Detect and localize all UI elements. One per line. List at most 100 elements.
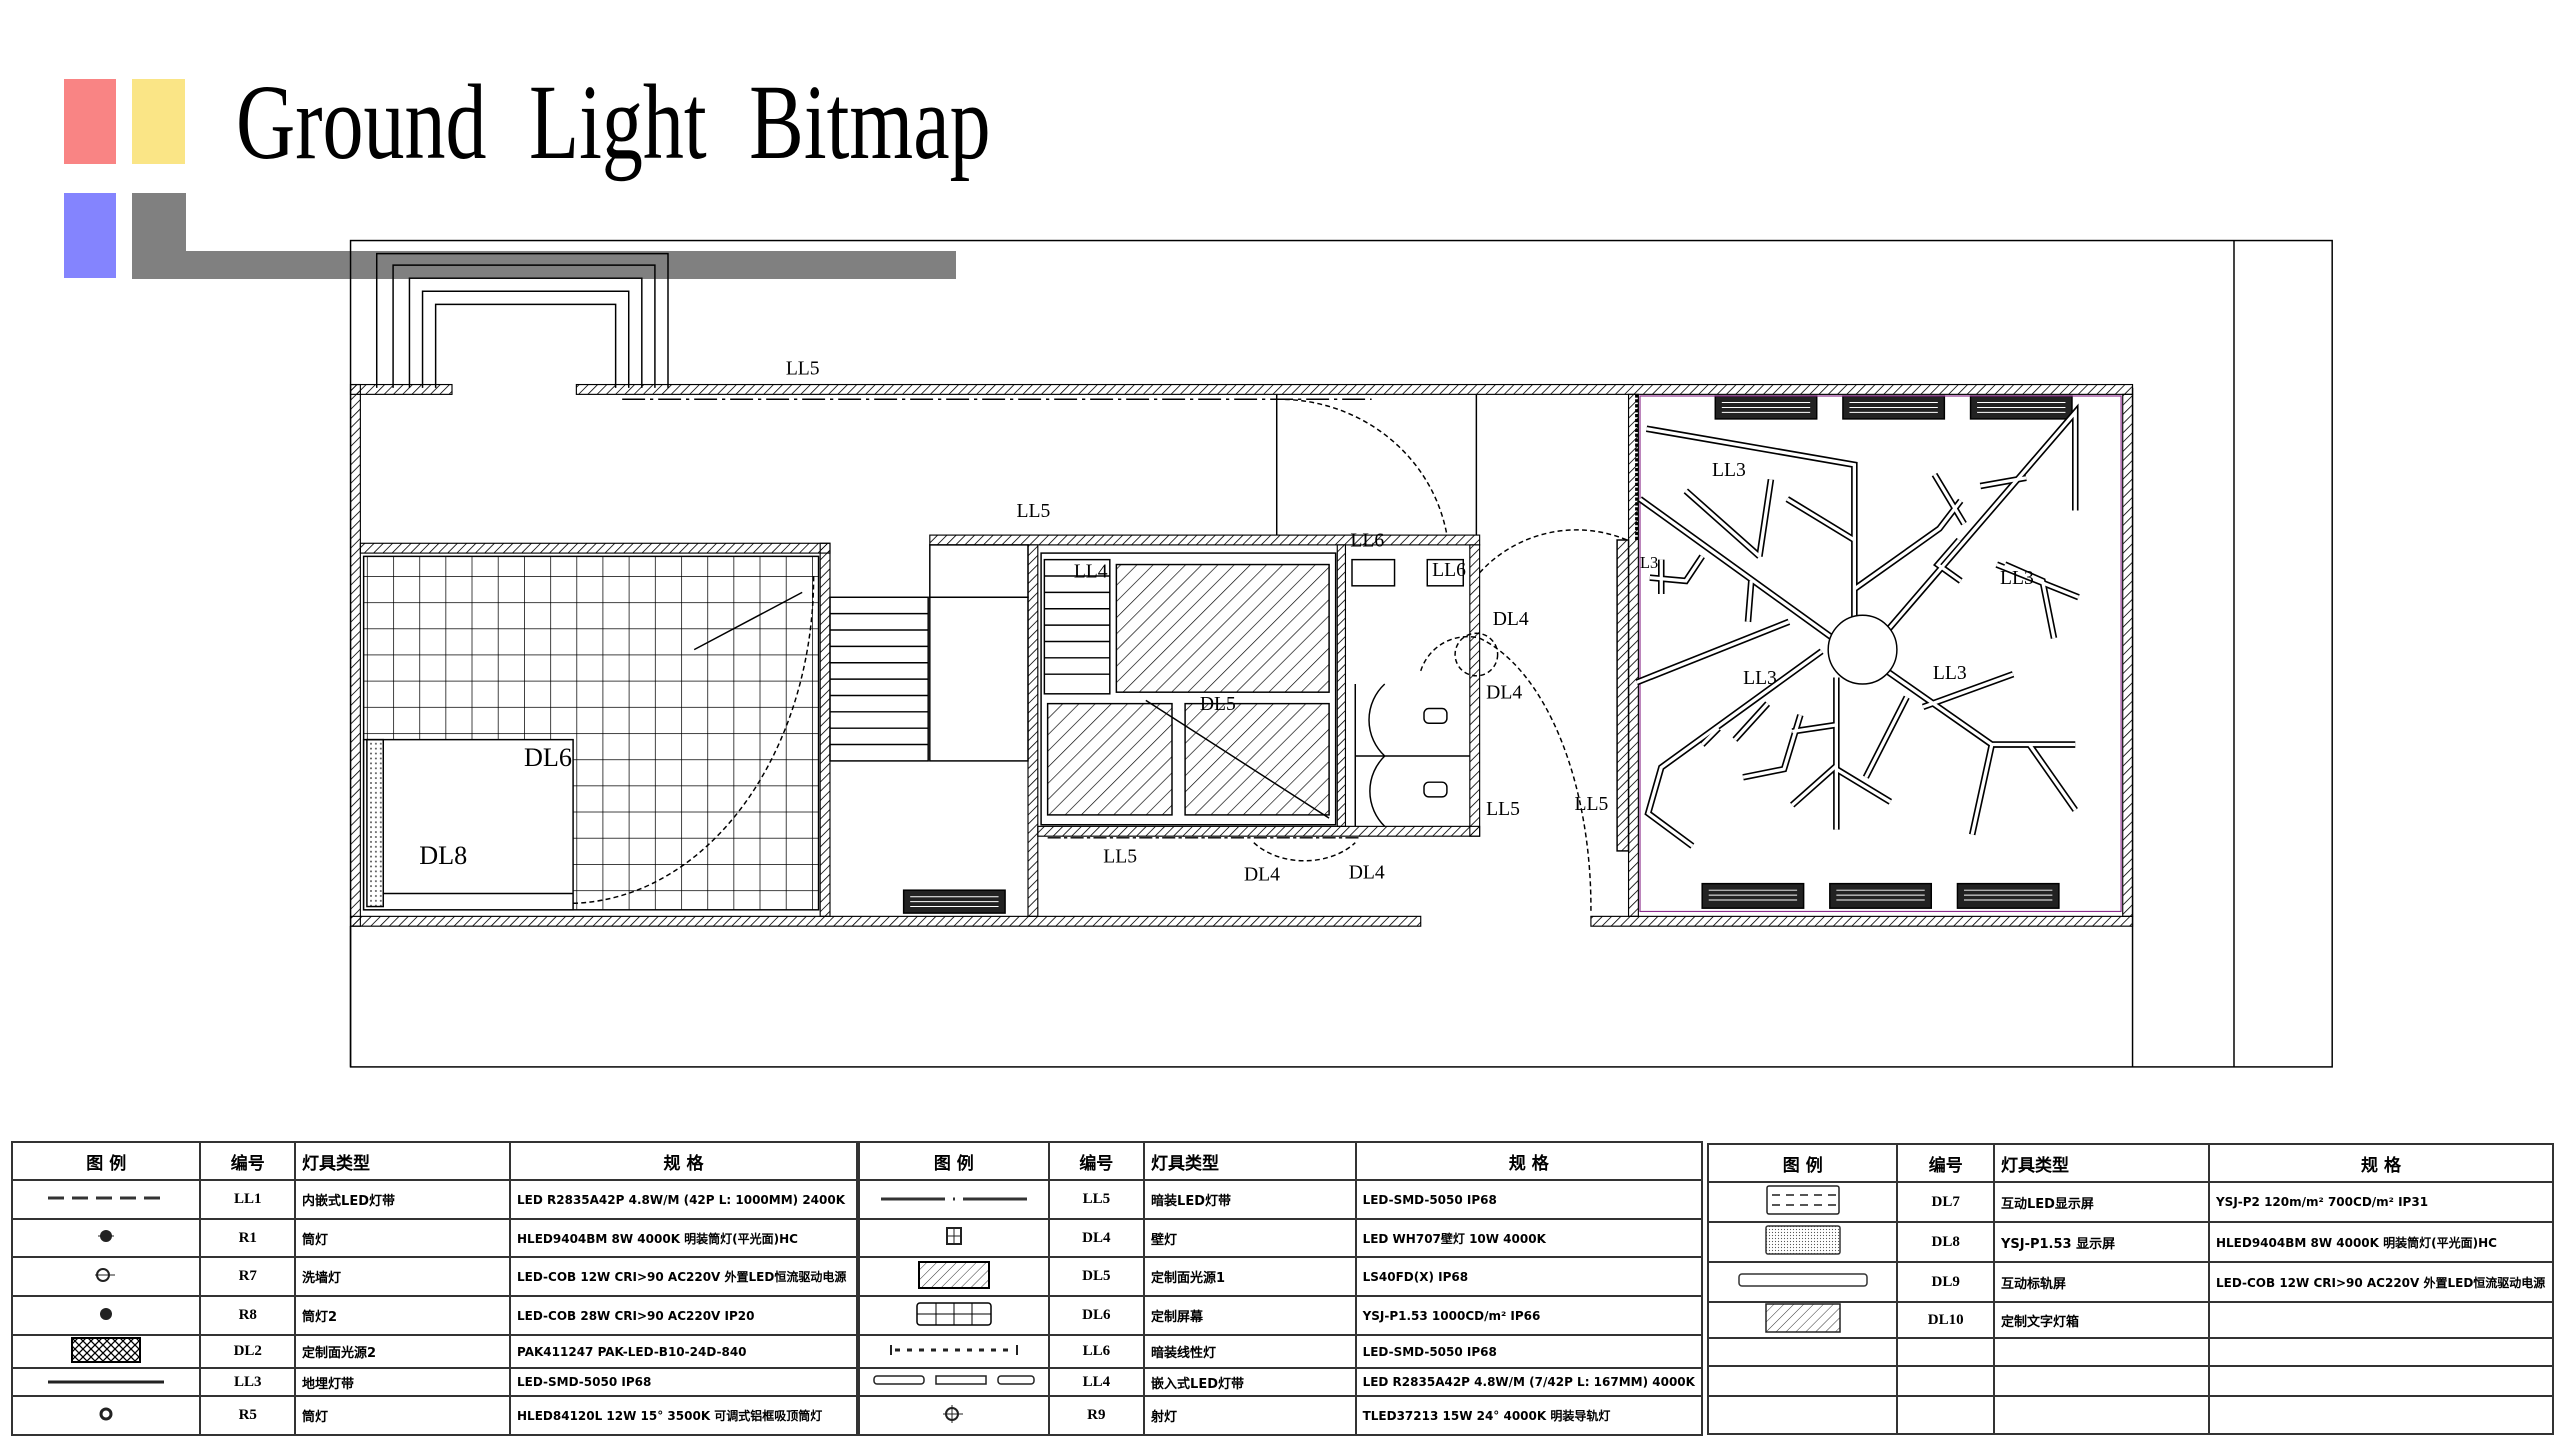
spotlight-icon [942, 1404, 963, 1423]
entrance-steps [375, 252, 669, 388]
plan-label: DL4 [1486, 683, 1522, 704]
legend-type: 嵌入式LED灯带 [1143, 1367, 1357, 1397]
legend-type: 定制屏幕 [1143, 1295, 1357, 1336]
header-symbol: 图 例 [858, 1141, 1050, 1181]
legend-code: R9 [1047, 1395, 1146, 1436]
logo-square-yellow [132, 79, 185, 164]
downlight-icon [100, 1307, 113, 1320]
header-type: 灯具类型 [294, 1141, 512, 1181]
header-spec: 规 格 [2207, 1143, 2555, 1183]
plan-label: LL3 [1743, 668, 1777, 689]
legend-spec: TLED37213 15W 24° 4000K 明装导轨灯 [1354, 1395, 1704, 1436]
legend-code: R1 [199, 1218, 297, 1258]
double-strip-icon [873, 1375, 1035, 1385]
legend-type: 筒灯 [294, 1395, 512, 1436]
header-type: 灯具类型 [1143, 1141, 1357, 1181]
wall-lamp-icon [945, 1227, 962, 1245]
legend-code: LL3 [199, 1367, 297, 1397]
legend-spec: HLED9404BM 8W 4000K 明装筒灯(平光面)HC [509, 1218, 858, 1258]
legend-type: 地埋灯带 [294, 1367, 512, 1397]
plan-label: LL5 [1103, 846, 1137, 867]
downlight-icon [98, 1230, 115, 1242]
hatch-box-icon [1764, 1304, 1841, 1333]
legend-code: DL7 [1896, 1181, 1995, 1223]
logo-square-red [64, 79, 116, 164]
legend-code: R7 [199, 1256, 297, 1297]
plan-label: LL3 [1933, 663, 1967, 684]
header-spec: 规 格 [509, 1141, 858, 1181]
legend-type: 定制面光源1 [1143, 1256, 1357, 1297]
center-circle [1827, 614, 1898, 685]
legend-spec: LED-COB 12W CRI>90 AC220V 外置LED恒流驱动电源 [509, 1256, 858, 1297]
wall-washer-icon [95, 1267, 116, 1282]
legend-spec: LED-SMD-5050 IP68 [1354, 1179, 1704, 1220]
legend-code: LL5 [1047, 1179, 1146, 1220]
legend-code: DL10 [1896, 1301, 1995, 1339]
plan-label: DL4 [1244, 864, 1280, 885]
legend-spec: LED-COB 28W CRI>90 AC220V IP20 [509, 1295, 858, 1336]
legend-type: 内嵌式LED灯带 [294, 1179, 512, 1220]
header-code: 编号 [1896, 1143, 1995, 1183]
legend-spec: LED R2835A42P 4.8W/M (7/42P L: 167MM) 40… [1354, 1367, 1704, 1397]
walls [349, 383, 2134, 927]
plan-label: LL5 [1017, 501, 1051, 522]
legend-type: 暗装LED灯带 [1143, 1179, 1357, 1220]
legend-type: 射灯 [1143, 1395, 1357, 1436]
plan-label: LL5 [1575, 794, 1609, 815]
bar-screen-icon [1737, 1273, 1868, 1287]
legend-type: 洗墙灯 [294, 1256, 512, 1297]
legend-code: DL5 [1047, 1256, 1146, 1297]
legend-code: DL9 [1896, 1261, 1995, 1303]
legend-spec: LS40FD(X) IP68 [1354, 1256, 1704, 1297]
legend-spec: HLED84120L 12W 15° 3500K 可调式铝框吸顶筒灯 [509, 1395, 858, 1436]
plan-label: DL6 [524, 743, 572, 772]
screen-icon [916, 1301, 992, 1326]
crosshatch-panel-icon [71, 1337, 142, 1363]
legend-code: LL4 [1047, 1367, 1146, 1397]
legend-spec: LED R2835A42P 4.8W/M (42P L: 1000MM) 240… [509, 1179, 858, 1220]
dl5-panel [1046, 702, 1173, 816]
legend-type: 暗装线性灯 [1143, 1334, 1357, 1369]
legend-row-empty [1706, 1395, 2555, 1435]
plan-label: LL3 [2000, 568, 2034, 589]
stairs [829, 544, 1111, 762]
legend-code: R8 [199, 1295, 297, 1336]
dl5-panel [1184, 702, 1330, 816]
plan-label: DL4 [1493, 609, 1529, 630]
dashed-line-icon [48, 1196, 165, 1200]
legend-code: DL8 [1896, 1221, 1995, 1263]
ll3-floor-strips [1635, 403, 2080, 849]
ring-light-icon [99, 1407, 113, 1420]
legend-type: 筒灯2 [294, 1295, 512, 1336]
plan-label: LL5 [786, 359, 820, 380]
plan-label: DL5 [1200, 694, 1236, 715]
header-code: 编号 [1047, 1141, 1146, 1181]
dotted-box-icon [1764, 1225, 1841, 1255]
dashed-box-icon [1765, 1185, 1840, 1215]
legend-type: 定制面光源2 [294, 1334, 512, 1369]
legend-spec: HLED9404BM 8W 4000K 明装筒灯(平光面)HC [2207, 1221, 2555, 1263]
dl5-panel [1115, 563, 1330, 693]
dl8-screen [366, 738, 385, 908]
legend-spec: LED-SMD-5050 IP68 [1354, 1334, 1704, 1369]
plan-label: L3 [1640, 553, 1658, 572]
logo-square-blue [64, 193, 116, 278]
page-title: Ground Light Bitmap [236, 63, 991, 182]
legend-row-empty [1706, 1337, 2555, 1367]
legend-type: 定制文字灯箱 [1992, 1301, 2210, 1339]
legend-spec: YSJ-P1.53 1000CD/m² IP66 [1354, 1295, 1704, 1336]
dotted-bracket-line-icon [889, 1344, 1018, 1355]
